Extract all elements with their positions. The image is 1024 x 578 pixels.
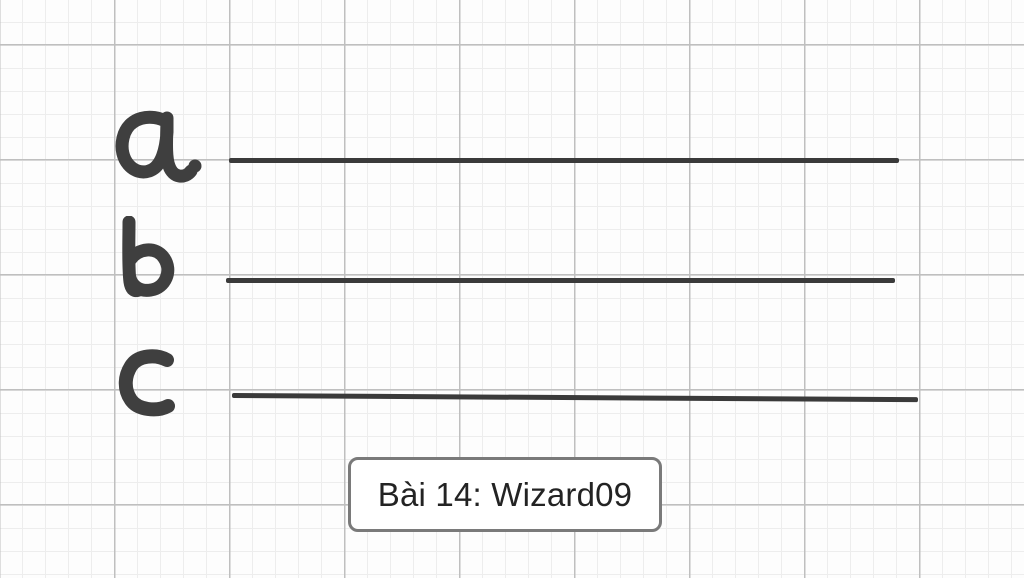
handwritten-letter-a-icon [112,108,208,192]
answer-rule-a [229,158,899,163]
caption-label: Bài 14: Wizard09 [377,475,633,513]
handwritten-letter-b-icon [112,216,192,300]
caption-box: Bài 14: Wizard09 [348,457,662,532]
handwritten-letter-c-icon [112,348,190,418]
answer-rule-b [226,278,895,283]
